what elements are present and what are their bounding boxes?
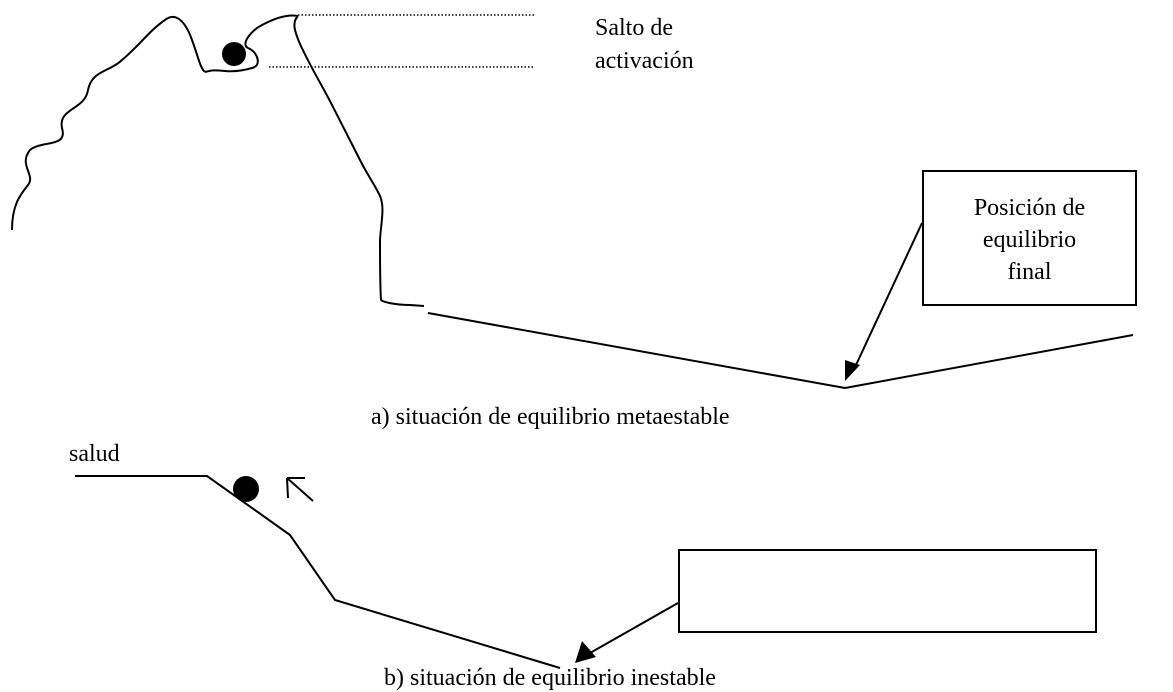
activation-jump-label-line2: activación (595, 48, 694, 74)
unstable-push-arrow (286, 477, 314, 502)
metastable-valley-right-line (844, 334, 1134, 389)
unstable-landscape-line (75, 475, 561, 669)
caption-a: a) situación de equilibrio metaestable (371, 404, 730, 430)
activation-jump-label-line1: Salto de (595, 15, 673, 41)
metastable-landscape-left-cliff (11, 15, 206, 231)
final-equilibrium-box-line2: equilibrio (982, 227, 1077, 253)
final-equilibrium-box-line3: final (1007, 259, 1052, 285)
metastable-ball (222, 42, 246, 66)
salud-label: salud (69, 441, 120, 467)
final-equilibrium-box-line1: Posición de (973, 195, 1086, 221)
caption-b: b) situación de equilibrio inestable (384, 665, 716, 691)
final-equilibrium-arrow-line (855, 222, 923, 366)
final-equilibrium-arrow-head (845, 360, 860, 381)
unstable-ball (233, 476, 259, 502)
unstable-empty-box (678, 549, 1097, 633)
metastable-valley-left-line (427, 312, 846, 389)
unstable-box-arrow-head (575, 641, 596, 663)
metastable-pit (204, 14, 299, 73)
metastable-landscape-wall (293, 15, 425, 307)
final-equilibrium-box: Posición de equilibrio final (922, 170, 1137, 306)
unstable-box-arrow-line (589, 602, 679, 654)
